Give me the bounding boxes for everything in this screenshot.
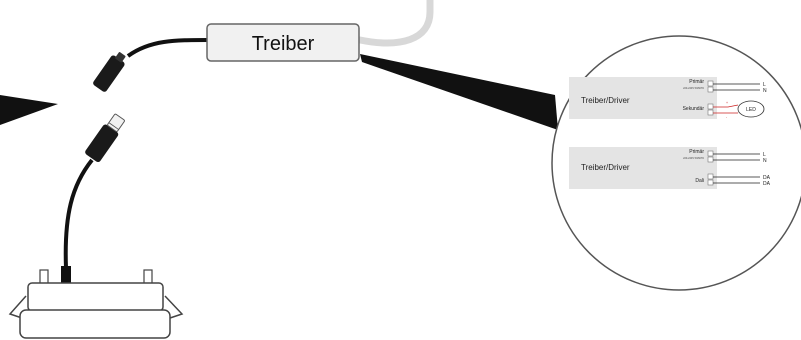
panel-bottom-terminal xyxy=(707,179,714,186)
panel-top-primary-note: 220-240V 50/60Hz xyxy=(683,87,705,90)
panel-bottom-line-da1: DA xyxy=(763,175,771,181)
luminaire-spring-right xyxy=(164,295,184,319)
panel-bottom-body xyxy=(569,147,717,189)
left-pointer-wedge xyxy=(0,95,58,125)
panel-bottom-dali-label: Dali xyxy=(695,178,704,184)
panel-bottom-terminal xyxy=(707,150,714,157)
panel-top-title: Treiber/Driver xyxy=(581,96,630,105)
panel-top-body xyxy=(569,77,717,119)
panel-top-led xyxy=(737,100,765,118)
panel-top-secondary-label: Sekundär xyxy=(683,106,705,112)
luminaire-cable xyxy=(63,158,94,269)
panel-top-led-label: LED xyxy=(746,107,756,113)
upper-connector xyxy=(93,52,126,92)
zoom-pointer-wedge xyxy=(360,54,558,130)
recessed-luminaire xyxy=(8,269,184,339)
panel-top-line-n: N xyxy=(763,88,767,94)
driver-panel-bottom: Treiber/Driver Primär 220-240V 50/60Hz D… xyxy=(569,147,771,189)
panel-bottom-line-l: L xyxy=(763,152,766,158)
driver-panel-top: Treiber/Driver Primär 220-240V 50/60Hz S… xyxy=(569,77,767,119)
panel-bottom-terminal xyxy=(707,156,714,163)
driver-box-label: Treiber xyxy=(252,33,315,55)
driver-box xyxy=(206,23,360,62)
panel-bottom-line-da2: DA xyxy=(763,181,771,187)
mains-cable xyxy=(356,0,434,47)
panel-top-wire-plus-label: + xyxy=(726,101,728,105)
cable-strain-relief xyxy=(61,266,71,286)
lower-connector xyxy=(85,113,125,163)
luminaire-housing xyxy=(27,282,164,312)
panel-top-led-wire-plus xyxy=(713,104,739,108)
panel-bottom-terminal xyxy=(707,173,714,180)
panel-top-terminal xyxy=(707,103,714,110)
panel-bottom-primary-note: 220-240V 50/60Hz xyxy=(683,157,705,160)
panel-top-primary-label: Primär xyxy=(689,79,704,85)
panel-top-terminal xyxy=(707,86,714,93)
panel-bottom-title: Treiber/Driver xyxy=(581,163,630,172)
driver-output-cable xyxy=(126,38,209,58)
panel-top-wire-minus-label: - xyxy=(726,115,728,119)
panel-bottom-primary-label: Primär xyxy=(689,149,704,155)
panel-top-line-l: L xyxy=(763,82,766,88)
luminaire-spring-left xyxy=(8,295,27,319)
panel-top-terminal xyxy=(707,109,714,116)
panel-top-terminal xyxy=(707,80,714,87)
luminaire-bezel xyxy=(19,309,171,339)
panel-bottom-line-n: N xyxy=(763,158,767,164)
